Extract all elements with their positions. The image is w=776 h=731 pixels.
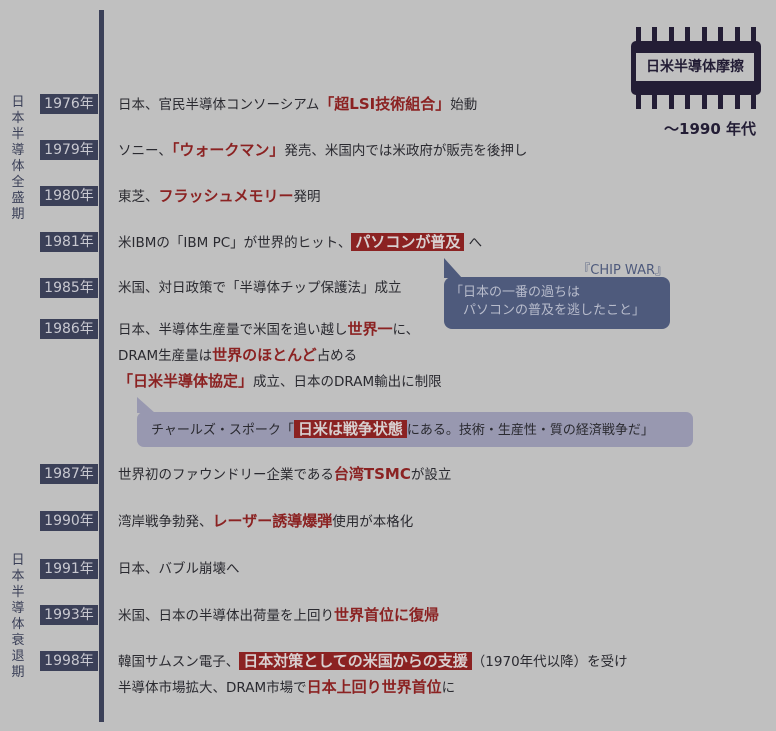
event-text: ソニー、「ウォークマン」発売、米国内では米政府が販売を後押し	[118, 140, 527, 161]
event-text-part: 始動	[450, 97, 478, 113]
event-highlight: 台湾TSMC	[333, 465, 411, 483]
event-text-part: DRAM生産量は	[118, 348, 213, 364]
event-text-part: 米IBMの「IBM PC」が世界的ヒット、	[118, 235, 352, 251]
event-text-part: 発売、米国内では米政府が販売を後押し	[284, 143, 528, 159]
year-label: 1990年	[40, 511, 106, 531]
event-text-part: に	[441, 680, 456, 696]
event-text: 日本、バブル崩壊へ	[118, 559, 240, 579]
event-text: 日本、官民半導体コンソーシアム「超LSI技術組合」始動	[118, 94, 477, 115]
timeline-axis	[99, 10, 104, 722]
event-text: 世界初のファウンドリー企業である台湾TSMCが設立	[118, 464, 451, 485]
event-text-part: 使用が本格化	[332, 514, 414, 530]
event-text-part: 東芝、	[118, 189, 159, 205]
event-highlight: 「超LSI技術組合」	[319, 95, 451, 113]
chip-pins-top	[636, 27, 756, 41]
event-text-part: が設立	[410, 467, 452, 483]
event-text-part: へ	[464, 235, 483, 251]
event-text: 湾岸戦争勃発、レーザー誘導爆弾使用が本格化	[118, 511, 413, 532]
quote1-tail	[444, 258, 462, 278]
event-text-part: 世界初のファウンドリー企業である	[118, 467, 334, 483]
year-label: 1976年	[40, 94, 106, 114]
year-label: 1985年	[40, 278, 106, 298]
event-text-part: 米国、日本の半導体出荷量を上回り	[118, 608, 334, 624]
event-text: 米IBMの「IBM PC」が世界的ヒット、パソコンが普及 へ	[118, 232, 482, 253]
event-text: DRAM生産量は世界のほとんど占める	[118, 345, 357, 366]
event-text-part: 占める	[316, 348, 358, 364]
event-text-part: 半導体市場拡大、DRAM市場で	[118, 680, 307, 696]
event-text-part: 米国、対日政策で「半導体チップ保護法」成立	[118, 280, 402, 296]
event-text-part: 日本、半導体生産量で米国を追い越し	[118, 322, 348, 338]
quote1-line2: パソコンの普及を逃したこと」	[450, 303, 646, 318]
year-label: 1993年	[40, 605, 106, 625]
year-label: 1987年	[40, 464, 106, 484]
badge-era: 〜1990 年代	[664, 120, 756, 138]
year-label: 1998年	[40, 651, 106, 671]
event-text-part: 日本、バブル崩壊へ	[118, 561, 240, 577]
event-highlight: 世界一	[347, 320, 393, 338]
event-text-part: に、	[392, 322, 420, 338]
year-label: 1986年	[40, 319, 106, 339]
side-label-decline: 日本半導体衰退期	[11, 553, 25, 680]
quote2-pre: チャールズ・スポーク「	[151, 423, 294, 438]
event-highlight: 世界のほとんど	[212, 346, 317, 364]
chip-icon: 日米半導体摩擦	[631, 41, 761, 95]
quote2-bubble: チャールズ・スポーク「日米は戦争状態にある。技術・生産性・質の経済戦争だ」	[137, 412, 693, 447]
event-text-part: ソニー、	[118, 143, 172, 159]
quote1-bubble: 「日本の一番の過ちは パソコンの普及を逃したこと」	[444, 277, 670, 329]
event-text-part: 成立、日本のDRAM輸出に制限	[253, 374, 442, 390]
event-text-part: 韓国サムスン電子、	[118, 654, 240, 670]
event-highlight: 日本対策としての米国からの支援	[239, 652, 472, 670]
event-text: 日本、半導体生産量で米国を追い越し世界一に、	[118, 319, 419, 340]
event-text-part: 湾岸戦争勃発、	[118, 514, 213, 530]
event-highlight: 日本上回り世界首位	[306, 678, 442, 696]
event-text-part: 日本、官民半導体コンソーシアム	[118, 97, 320, 113]
chip-pins-bottom	[636, 95, 756, 109]
quote1-source: 『CHIP WAR』	[577, 263, 668, 278]
year-label: 1991年	[40, 559, 106, 579]
event-highlight: 「ウォークマン」	[171, 141, 285, 159]
event-highlight: 世界首位に復帰	[334, 606, 440, 624]
event-text-part: （1970年代以降）を受け	[471, 654, 628, 670]
badge-title: 日米半導体摩擦	[636, 53, 754, 81]
event-highlight: パソコンが普及	[351, 233, 465, 251]
quote2-highlight: 日米は戦争状態	[293, 420, 407, 438]
event-text: 米国、日本の半導体出荷量を上回り世界首位に復帰	[118, 605, 439, 626]
year-label: 1979年	[40, 140, 106, 160]
year-label: 1981年	[40, 232, 106, 252]
year-label: 1980年	[40, 186, 106, 206]
event-text-part: 発明	[293, 189, 321, 205]
event-text: 米国、対日政策で「半導体チップ保護法」成立	[118, 278, 402, 298]
event-highlight: レーザー誘導爆弾	[212, 512, 333, 530]
side-label-peak: 日本半導体全盛期	[11, 95, 25, 222]
quote1-line1: 「日本の一番の過ちは	[450, 285, 581, 300]
event-text: 東芝、フラッシュメモリー発明	[118, 186, 321, 207]
quote2-tail	[137, 397, 155, 413]
event-highlight: 「日米半導体協定」	[118, 372, 254, 390]
event-text: 韓国サムスン電子、日本対策としての米国からの支援（1970年代以降）を受け	[118, 651, 628, 672]
event-highlight: フラッシュメモリー	[158, 187, 294, 205]
event-text: 半導体市場拡大、DRAM市場で日本上回り世界首位に	[118, 677, 455, 698]
quote2-post: にある。技術・生産性・質の経済戦争だ」	[406, 423, 654, 438]
event-text: 「日米半導体協定」成立、日本のDRAM輸出に制限	[118, 371, 442, 392]
